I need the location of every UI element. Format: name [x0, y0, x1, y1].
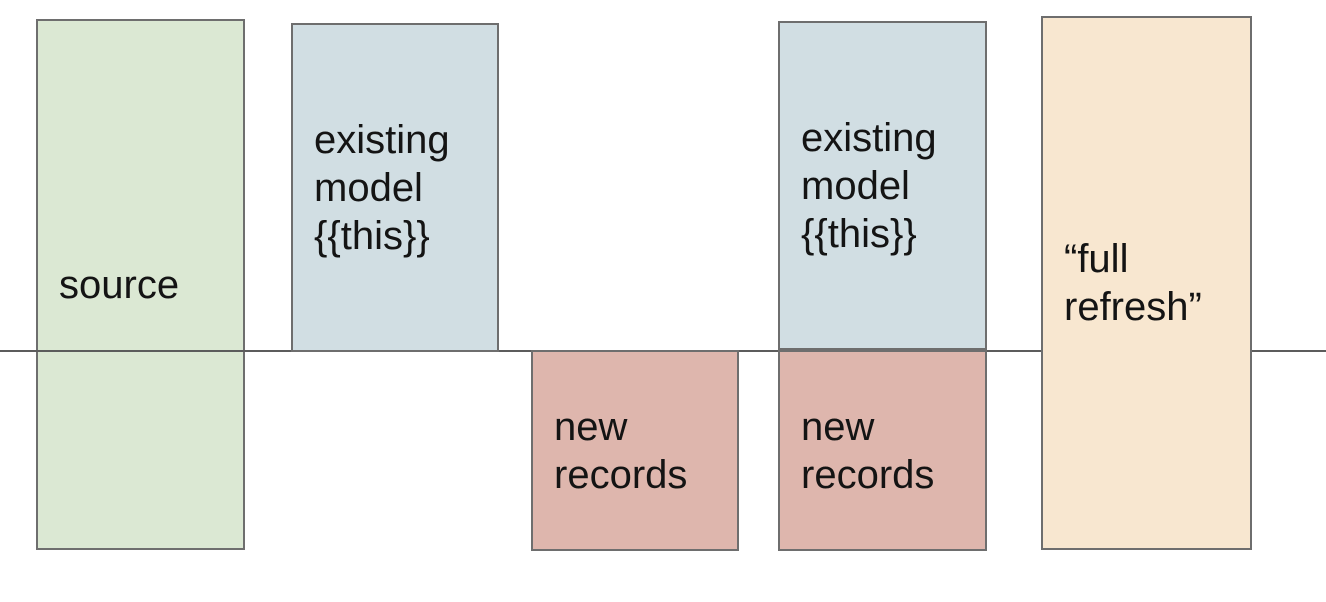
existing-model-box-2-label: existing model {{this}} [801, 115, 937, 256]
new-records-box-2: new records [778, 350, 987, 551]
source-box: source [36, 19, 245, 550]
new-records-box-2-label: new records [801, 404, 935, 497]
existing-model-box-2: existing model {{this}} [778, 21, 987, 350]
new-records-box-1: new records [531, 350, 739, 551]
new-records-box-1-label: new records [554, 404, 688, 497]
existing-model-box-1-label: existing model {{this}} [314, 117, 450, 258]
full-refresh-box-label: “full refresh” [1064, 237, 1202, 329]
full-refresh-box: “full refresh” [1041, 16, 1252, 550]
source-box-label: source [59, 262, 180, 307]
existing-model-box-1: existing model {{this}} [291, 23, 499, 352]
